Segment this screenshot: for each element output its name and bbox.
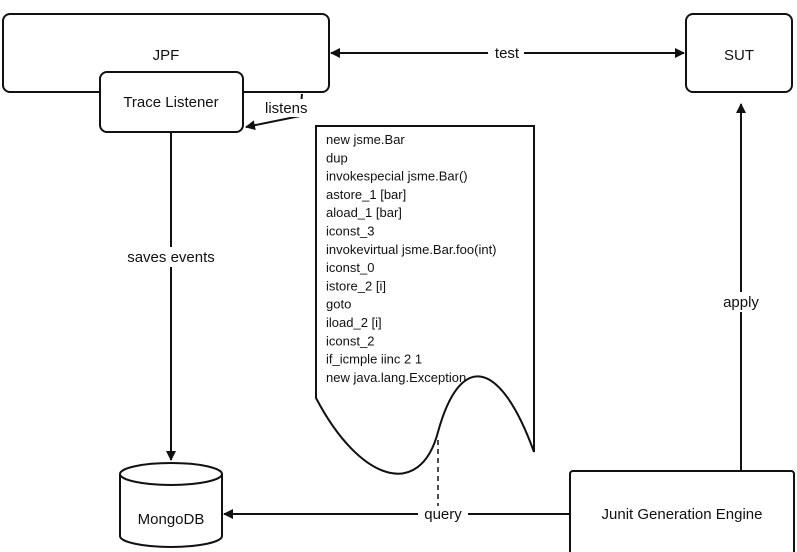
listens-edge-label: listens [265,100,308,117]
trace-line: iconst_2 [326,333,374,348]
trace-line: invokespecial jsme.Bar() [326,169,468,184]
saves-events-label-bg [115,247,227,267]
trace-line: new jsme.Bar [326,132,405,147]
jpf-label: JPF [153,47,180,64]
trace-listener-label: Trace Listener [123,94,218,111]
trace-line: invokevirtual jsme.Bar.foo(int) [326,242,497,257]
sut-box [685,13,793,93]
apply-edge-label: apply [723,294,759,311]
trace-line: aload_1 [bar] [326,205,402,220]
trace-document-lines: new jsme.Bar dup invokespecial jsme.Bar() a… [326,132,497,385]
apply-label-bg [718,292,764,312]
trace-line: new java.lang.Exception [326,370,466,385]
trace-line: dup [326,150,348,165]
trace-line: iload_2 [i] [326,315,382,330]
test-label-bg [488,44,524,62]
trace-line: goto [326,297,351,312]
sut-label: SUT [724,47,754,64]
junit-engine-label: Junit Generation Engine [602,506,763,523]
mongodb-cylinder [119,462,223,548]
trace-line: astore_1 [bar] [326,187,406,202]
test-edge-label: test [495,45,520,62]
saves-events-edge-label: saves events [127,249,215,266]
trace-line: iconst_3 [326,224,374,239]
query-label-bg [418,505,468,523]
mongodb-label: MongoDB [138,511,205,528]
trace-document [315,125,535,475]
listens-label-bg [262,99,312,117]
trace-line: istore_2 [i] [326,278,386,293]
trace-line: iconst_0 [326,260,374,275]
trace-line: if_icmple iinc 2 1 [326,352,422,367]
query-edge-label: query [424,506,462,523]
